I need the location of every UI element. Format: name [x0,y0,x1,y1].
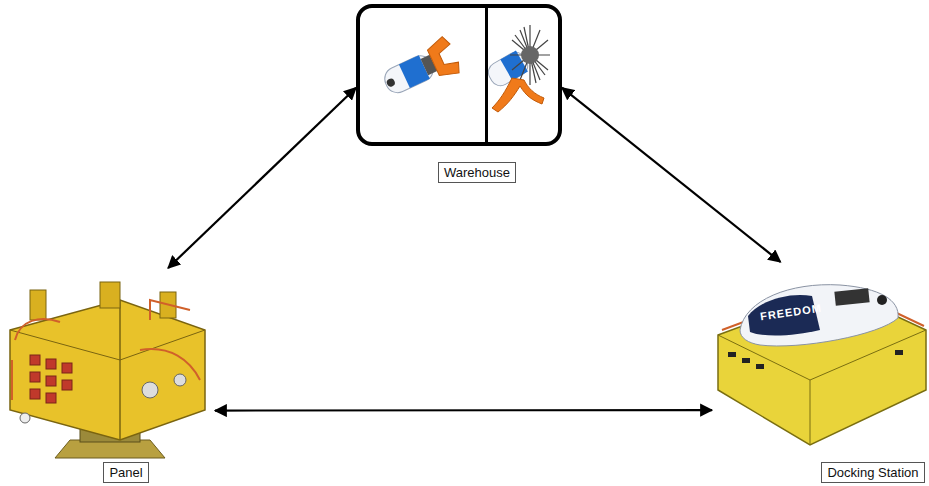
brush-tool [485,25,550,112]
node-label: Warehouse [438,162,516,183]
panel-node: Panel [2,268,215,484]
docking-station [718,285,926,445]
subsea-panel [10,282,205,458]
gripper-tool [378,35,463,103]
double-arrow [562,88,780,262]
docking-station-node: Docking Station [712,262,926,484]
double-arrow [215,409,712,412]
warehouse-node: Warehouse [356,4,562,186]
warehouse-box [356,4,562,146]
node-label: Panel [103,462,148,483]
double-arrow [168,88,356,268]
node-label: Docking Station [821,462,924,483]
divider-line [485,8,488,142]
